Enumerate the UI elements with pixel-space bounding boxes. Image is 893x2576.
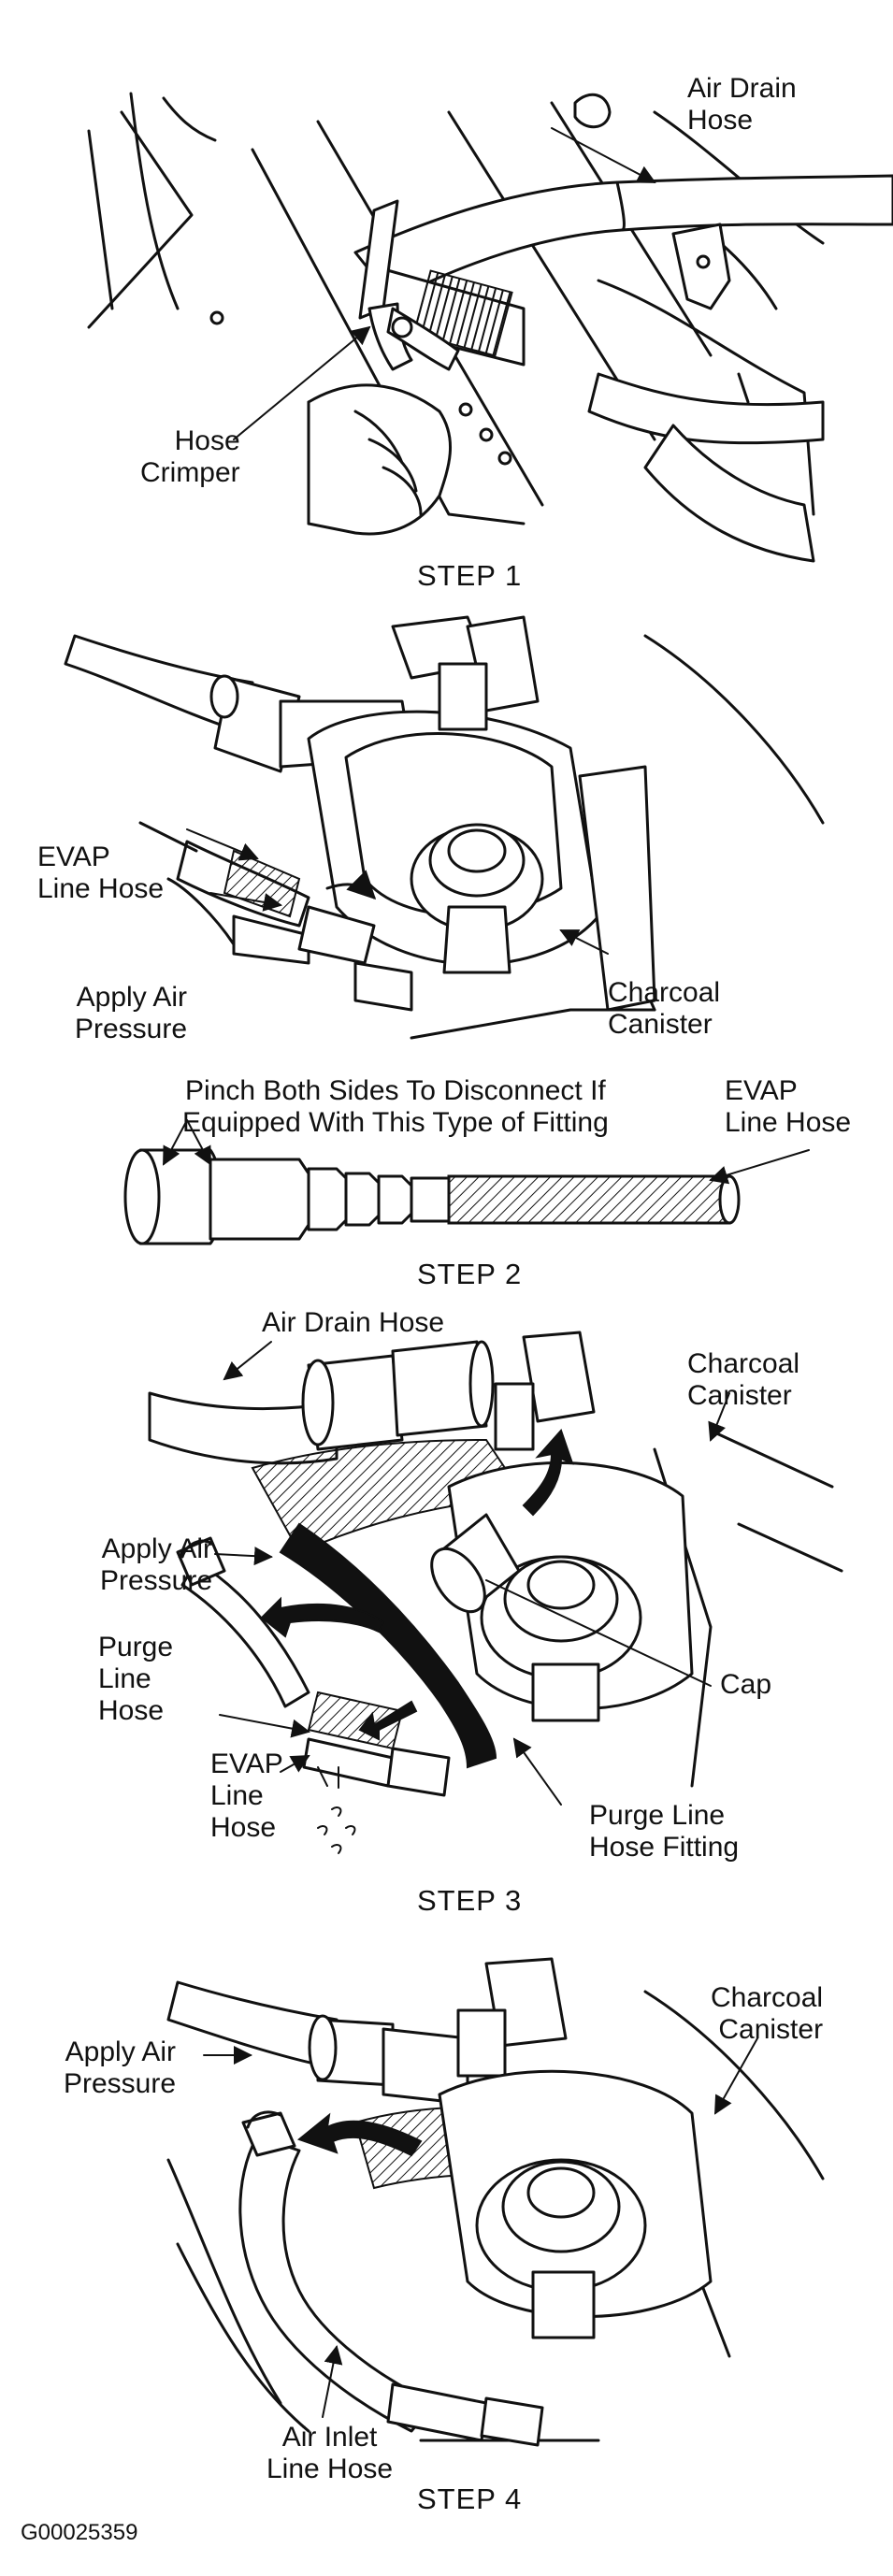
step-1-illustration — [87, 92, 893, 563]
step-4-title: STEP 4 — [417, 2482, 523, 2515]
step-2-title: STEP 2 — [417, 1258, 523, 1290]
step-3-title: STEP 3 — [417, 1884, 523, 1917]
figure-code: G00025359 — [21, 2520, 138, 2545]
step-2-panel: EVAP Line Hose Apply Air Pressure Charco… — [0, 608, 893, 1300]
apply-air-pressure-label: Apply Air Pressure — [75, 982, 188, 1044]
air-inlet-line-hose-label: Air Inlet Line Hose — [266, 2422, 394, 2484]
charcoal-canister-step4-label: Charcoal Canister — [711, 1982, 824, 2045]
apply-air-pressure-step3-label: Apply Air Pressure — [100, 1533, 213, 1596]
step-3-panel: Air Drain Hose Charcoal Canister Apply A… — [0, 1300, 893, 1936]
step-3-illustration — [148, 1331, 843, 1854]
evap-line-hose-step3-label: EVAP Line Hose — [210, 1749, 283, 1843]
step-1-title: STEP 1 — [417, 559, 523, 592]
pinch-note-label: Pinch Both Sides To Disconnect If Equipp… — [182, 1075, 609, 1138]
charcoal-canister-label: Charcoal Canister — [608, 977, 721, 1040]
step-4-illustration — [166, 1957, 825, 2447]
evap-line-hose-label: EVAP Line Hose — [37, 842, 165, 904]
purge-line-hose-label: Purge Line Hose — [98, 1632, 174, 1726]
step-1-panel: Air Drain Hose Hose Crimper STEP 1 — [0, 0, 893, 608]
step-4-panel: Charcoal Canister Apply Air Pressure Air… — [0, 1936, 893, 2515]
hose-crimper-label: Hose Crimper — [140, 425, 240, 488]
charcoal-canister-step3-label: Charcoal Canister — [687, 1348, 800, 1411]
apply-air-pressure-step4-label: Apply Air Pressure — [64, 2036, 177, 2099]
purge-line-hose-fitting-label: Purge Line Hose Fitting — [589, 1800, 740, 1863]
evap-line-hose-fitting-label: EVAP Line Hose — [725, 1075, 852, 1138]
cap-label: Cap — [720, 1669, 772, 1700]
air-drain-hose-step3-label: Air Drain Hose — [262, 1307, 445, 1338]
step-2-illustration — [64, 615, 825, 1245]
air-drain-hose-label: Air Drain Hose — [687, 73, 797, 136]
